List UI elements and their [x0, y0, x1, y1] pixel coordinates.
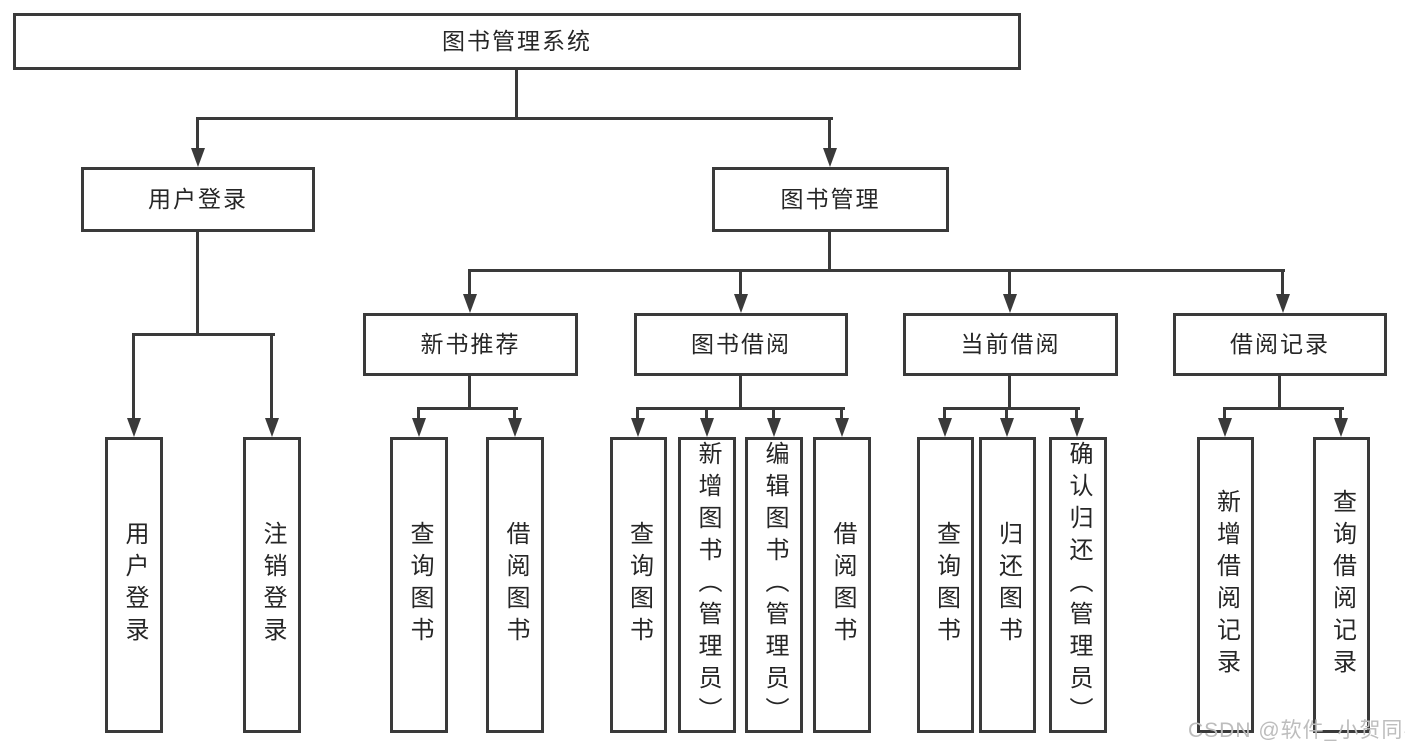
arrow-down-icon — [412, 418, 426, 437]
leaf-borrow-books-borrowing: 借阅图书 — [813, 437, 871, 733]
leaf-label: 查询图书 — [932, 521, 960, 649]
connector-line — [417, 407, 420, 420]
csdn-watermark: CSDN @软件_小贺同学 — [1188, 719, 1405, 742]
arrow-down-icon — [1000, 418, 1014, 437]
arrow-down-icon — [265, 418, 279, 437]
arrow-down-icon — [191, 148, 205, 167]
connector-line — [1223, 407, 1226, 420]
arrow-down-icon — [938, 418, 952, 437]
connector-line — [840, 407, 843, 420]
leaf-query-borrow-record: 查询借阅记录 — [1313, 437, 1370, 733]
arrow-down-icon — [1070, 418, 1084, 437]
connector-line — [1278, 376, 1281, 410]
leaf-label: 注销登录 — [259, 521, 286, 649]
connector-line — [1223, 407, 1344, 410]
node-library-management-system: 图书管理系统 — [13, 13, 1021, 70]
connector-line — [513, 407, 516, 420]
leaf-label: 查询图书 — [625, 521, 653, 649]
leaf-borrow-books-recommend: 借阅图书 — [486, 437, 544, 733]
arrow-down-icon — [1218, 418, 1232, 437]
node-current-borrowing: 当前借阅 — [903, 313, 1118, 376]
connector-line — [705, 407, 708, 420]
connector-line — [636, 407, 639, 420]
arrow-down-icon — [508, 418, 522, 437]
node-label: 新书推荐 — [420, 331, 521, 357]
leaf-label: 编辑图书（管理员） — [761, 441, 788, 729]
leaf-edit-books-admin: 编辑图书（管理员） — [745, 437, 803, 733]
leaf-user-login: 用户登录 — [105, 437, 163, 733]
connector-line — [417, 407, 518, 410]
leaf-label: 查询借阅记录 — [1328, 489, 1356, 681]
arrow-down-icon — [1334, 418, 1348, 437]
leaf-label: 借阅图书 — [502, 521, 529, 649]
node-book-borrowing: 图书借阅 — [634, 313, 848, 376]
connector-line — [1008, 376, 1011, 410]
arrow-down-icon — [734, 294, 748, 313]
leaf-label: 确认归还（管理员） — [1065, 441, 1092, 729]
node-label: 图书借阅 — [691, 331, 791, 357]
connector-line — [772, 407, 775, 420]
node-borrowing-records: 借阅记录 — [1173, 313, 1387, 376]
connector-line — [943, 407, 1080, 410]
leaf-confirm-return-admin: 确认归还（管理员） — [1049, 437, 1107, 733]
connector-line — [1075, 407, 1078, 420]
connector-line — [468, 376, 471, 410]
leaf-add-books-admin: 新增图书（管理员） — [678, 437, 736, 733]
connector-line — [1281, 269, 1284, 296]
arrow-down-icon — [1276, 294, 1290, 313]
connector-line — [132, 333, 135, 419]
arrow-down-icon — [127, 418, 141, 437]
connector-line — [196, 117, 833, 120]
connector-line — [468, 269, 471, 296]
connector-line — [515, 70, 518, 120]
leaf-add-borrow-record: 新增借阅记录 — [1197, 437, 1254, 733]
arrow-down-icon — [631, 418, 645, 437]
leaf-label: 用户登录 — [121, 521, 148, 649]
connector-line — [739, 376, 742, 410]
leaf-label: 新增图书（管理员） — [694, 441, 721, 729]
node-label: 当前借阅 — [960, 331, 1061, 357]
node-user-login: 用户登录 — [81, 167, 315, 232]
arrow-down-icon — [835, 418, 849, 437]
connector-line — [196, 232, 199, 336]
connector-line — [1339, 407, 1342, 420]
node-label: 用户登录 — [148, 186, 248, 212]
arrow-down-icon — [767, 418, 781, 437]
leaf-query-books-recommend: 查询图书 — [390, 437, 448, 733]
leaf-label: 借阅图书 — [829, 521, 856, 649]
connector-line — [828, 232, 831, 272]
connector-line — [196, 117, 199, 149]
node-book-management: 图书管理 — [712, 167, 949, 232]
leaf-label: 归还图书 — [994, 521, 1022, 649]
node-label: 图书管理系统 — [442, 28, 592, 54]
node-label: 借阅记录 — [1230, 331, 1330, 357]
connector-line — [943, 407, 946, 420]
leaf-label: 新增借阅记录 — [1212, 489, 1240, 681]
leaf-query-books-current: 查询图书 — [917, 437, 974, 733]
connector-line — [739, 269, 742, 296]
connector-line — [132, 333, 275, 336]
arrow-down-icon — [463, 294, 477, 313]
leaf-return-books: 归还图书 — [979, 437, 1036, 733]
connector-line — [468, 269, 1285, 272]
arrow-down-icon — [1003, 294, 1017, 313]
leaf-label: 查询图书 — [406, 521, 433, 649]
connector-line — [1008, 269, 1011, 296]
connector-line — [1005, 407, 1008, 420]
connector-line — [636, 407, 845, 410]
leaf-logout: 注销登录 — [243, 437, 301, 733]
node-new-book-recommendation: 新书推荐 — [363, 313, 578, 376]
arrow-down-icon — [823, 148, 837, 167]
node-label: 图书管理 — [780, 186, 881, 212]
connector-line — [828, 117, 831, 149]
leaf-query-books-borrowing: 查询图书 — [610, 437, 667, 733]
connector-line — [270, 333, 273, 419]
arrow-down-icon — [700, 418, 714, 437]
